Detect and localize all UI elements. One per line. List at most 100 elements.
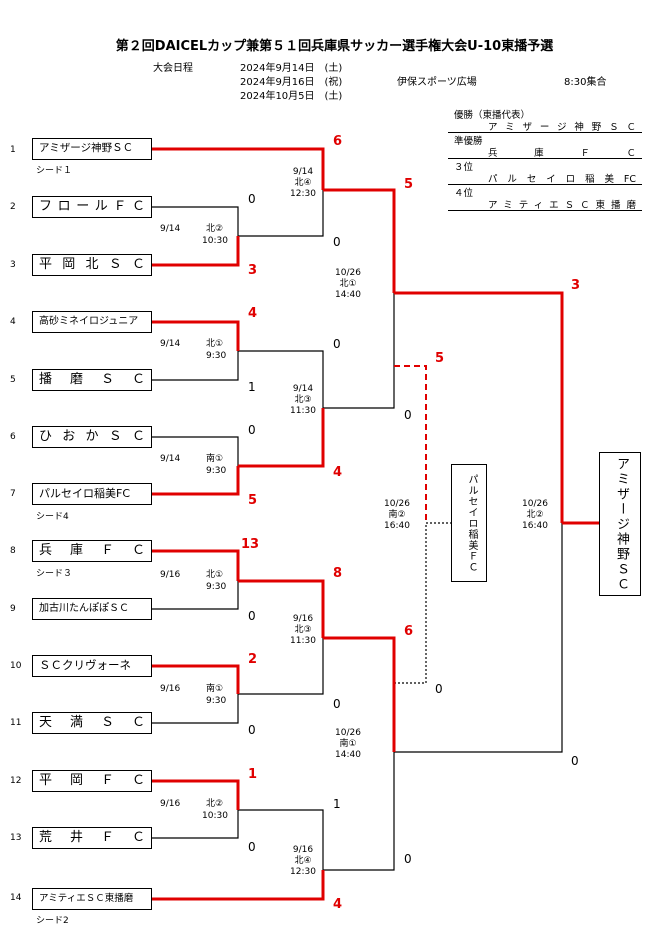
score: 0: [333, 235, 341, 249]
match-info-third: 10/26 南② 16:40: [374, 499, 420, 532]
match-venue: 北①: [206, 570, 224, 580]
score-winner: 8: [333, 566, 343, 581]
team-box-12: 平岡ＦＣ: [32, 770, 152, 792]
match-info-qfb: 9/14 北③ 11:30: [283, 384, 323, 417]
seed-label: シード１: [36, 166, 73, 176]
match-date: 9/14: [292, 167, 314, 177]
score-winner: 4: [333, 465, 343, 480]
team-box-3: 平岡北ＳＣ: [32, 254, 152, 276]
seed-label: シード2: [36, 916, 69, 926]
score-winner: 6: [404, 624, 414, 639]
score: 1: [333, 797, 341, 811]
match-venue: 南①: [339, 739, 357, 749]
team-number: 4: [10, 317, 16, 327]
team-number: 5: [10, 375, 16, 385]
match-info-qfc: 9/16 北③ 11:30: [283, 614, 323, 647]
score: 0: [248, 723, 256, 737]
ranking-row: ４位アミティエＳＣ東播磨: [448, 185, 642, 211]
ranking-value: パルセイロ稲美FC: [488, 174, 636, 185]
score: 0: [404, 408, 412, 422]
score-winner: 1: [248, 767, 258, 782]
match-venue: 北①: [339, 279, 357, 289]
rankings-table: 優勝（東播代表）アミザージ神野ＳＣ 準優勝兵庫ＦＣ ３位パルセイロ稲美FC ４位…: [448, 107, 642, 211]
line-qfd-top: [238, 809, 324, 870]
match-date: 9/16: [160, 570, 181, 580]
line-t11: [152, 694, 239, 724]
team-box-13: 荒井ＦＣ: [32, 827, 152, 849]
ranking-label: 準優勝: [454, 136, 483, 147]
team-box-9: 加古川たんぽぽＳＣ: [32, 598, 152, 620]
team-number: 3: [10, 260, 16, 270]
score-winner: 5: [404, 177, 414, 192]
score-winner: 2: [248, 652, 258, 667]
match-venue: 北④: [294, 178, 312, 188]
ranking-label: ３位: [454, 162, 474, 173]
ranking-row: 準優勝兵庫ＦＣ: [448, 133, 642, 159]
team-number: 2: [10, 202, 16, 212]
line-qfb-top: [238, 350, 324, 408]
schedule-date-3: 2024年10月5日 (土): [240, 91, 343, 102]
match-venue: 北④: [294, 856, 312, 866]
match-date: 9/16: [292, 614, 314, 624]
team-box-5: 播磨ＳＣ: [32, 369, 152, 391]
match-date: 10/26: [335, 728, 361, 738]
match-venue: 北②: [206, 799, 224, 809]
team-number: 8: [10, 546, 16, 556]
match-time: 10:30: [202, 811, 228, 821]
match-time: 11:30: [290, 406, 316, 416]
bracket-lines-red: [152, 147, 599, 901]
line-t9: [152, 581, 239, 610]
team-number: 14: [10, 893, 22, 903]
match-date: 10/26: [384, 499, 410, 509]
match-venue: 南②: [388, 510, 406, 520]
line-third-top: [394, 365, 427, 523]
team-number: 6: [10, 432, 16, 442]
team-box-11: 天満ＳＣ: [32, 712, 152, 734]
line-t3: [152, 236, 240, 267]
score-winner: 3: [248, 263, 258, 278]
match-time: 16:40: [384, 521, 410, 531]
ranking-value: アミザージ神野ＳＣ: [488, 122, 636, 133]
schedule-date-2: 2024年9月16日 (祝): [240, 77, 343, 88]
match-venue: 南①: [206, 684, 224, 694]
team-number: 12: [10, 776, 22, 786]
line-t1: [152, 147, 325, 190]
score-winner: 5: [435, 351, 445, 366]
match-info-qfd: 9/16 北④ 12:30: [283, 845, 323, 878]
match-date: 9/16: [160, 684, 181, 694]
match-info-sfa: 10/26 北① 14:40: [325, 268, 371, 301]
match-info-final: 10/26 北② 16:40: [512, 499, 558, 532]
team-box-8: 兵庫ＦＣ: [32, 540, 152, 562]
schedule-label: 大会日程: [153, 63, 193, 74]
match-info-qfa: 9/14 北④ 12:30: [283, 167, 323, 200]
line-t8: [152, 549, 240, 581]
score-winner: 4: [248, 306, 258, 321]
line-qfa-win: [323, 188, 396, 293]
match-time: 11:30: [290, 636, 316, 646]
line-t6: [152, 436, 239, 466]
score-winner: 13: [241, 537, 260, 552]
match-venue: 北②: [526, 510, 544, 520]
match-venue: 北③: [294, 625, 312, 635]
score: 1: [248, 380, 256, 394]
match-time: 10:30: [202, 236, 228, 246]
score-winner: 4: [333, 897, 343, 912]
score: 0: [571, 754, 579, 768]
champion-box: アミザージ神野ＳＣ: [599, 452, 641, 596]
seed-label: シード３: [36, 569, 73, 579]
match-date: 9/14: [160, 224, 181, 234]
match-venue: 北②: [206, 224, 224, 234]
schedule-meet-time: 8:30集合: [564, 77, 607, 88]
match-time: 12:30: [290, 189, 316, 199]
match-time: 16:40: [522, 521, 548, 531]
ranking-row: ３位パルセイロ稲美FC: [448, 159, 642, 185]
team-box-6: ひおかＳＣ: [32, 426, 152, 448]
team-number: 10: [10, 661, 22, 671]
match-time: 9:30: [206, 582, 227, 592]
team-box-4: 高砂ミネイロジュニア: [32, 311, 152, 333]
score: 0: [435, 682, 443, 696]
line-t12: [152, 779, 240, 810]
line-sfa-win: [394, 291, 564, 523]
match-time: 9:30: [206, 466, 227, 476]
ranking-value: アミティエＳＣ東播磨: [488, 200, 636, 211]
